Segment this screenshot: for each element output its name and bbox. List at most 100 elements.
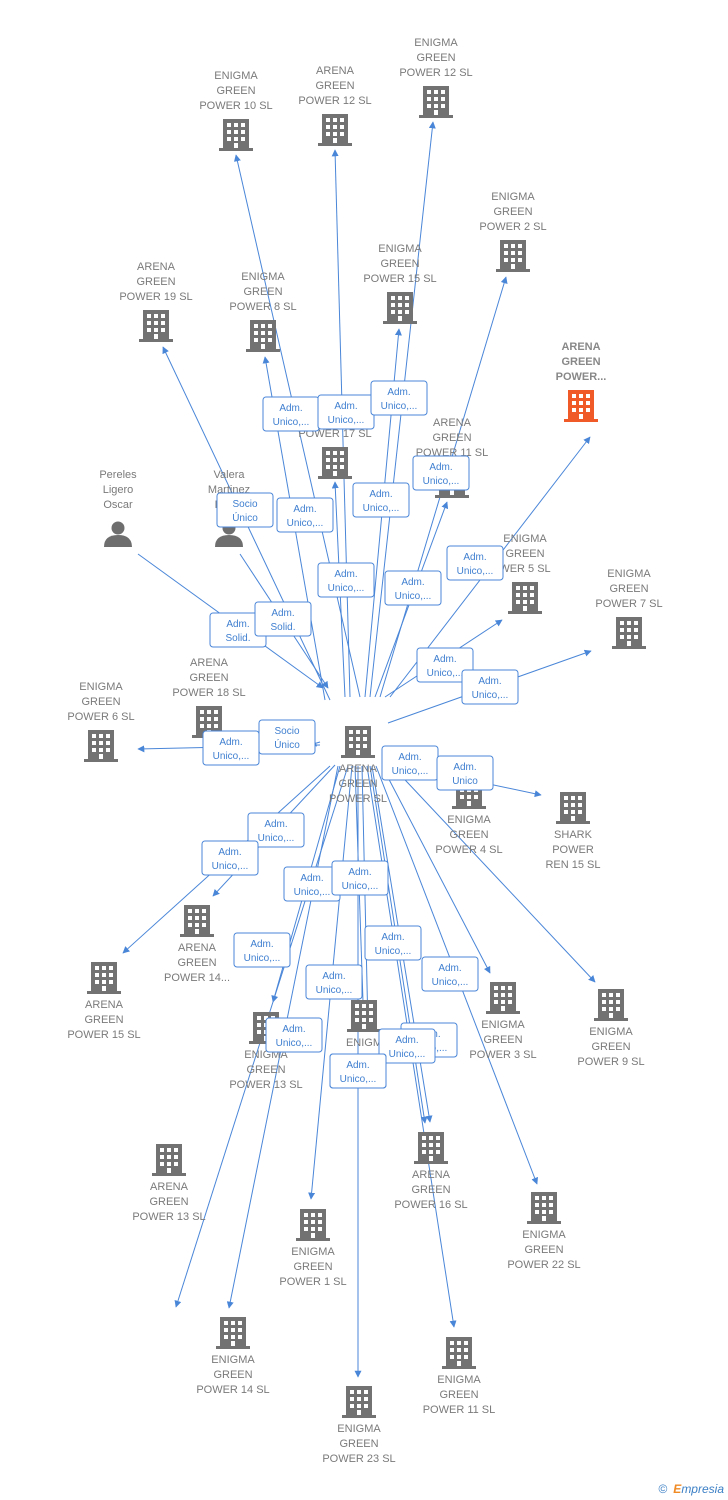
relation-label-text: Adm.	[398, 752, 421, 763]
relation-label[interactable]: Adm.Unico,...	[416, 647, 474, 683]
relation-label-text: Adm.	[226, 619, 249, 630]
relation-label[interactable]: Adm.Unico,...	[384, 570, 442, 606]
building-icon	[347, 1000, 381, 1032]
relation-label-box	[276, 497, 334, 533]
relation-label-text: Unico,...	[213, 751, 250, 762]
relation-label-box	[201, 840, 259, 876]
node-label: POWER 9 SL	[577, 1056, 644, 1068]
relation-label[interactable]: Adm.Unico	[436, 755, 494, 791]
node-label: GREEN	[136, 276, 175, 288]
node-label: POWER 11 SL	[423, 1404, 496, 1416]
relation-label[interactable]: Adm.Unico,...	[378, 1028, 436, 1064]
relation-label[interactable]: Adm.Unico,...	[305, 964, 363, 1000]
relation-label-text: Adm.	[219, 737, 242, 748]
empresia-credit[interactable]: ©Empresia	[658, 1482, 724, 1496]
node-label: POWER 16 SL	[394, 1199, 467, 1211]
company-node[interactable]: POWER 17 SL	[298, 428, 372, 479]
node-label: POWER 23 SL	[322, 1453, 395, 1465]
relation-label-text: Unico,...	[375, 946, 412, 957]
building-icon	[341, 726, 375, 758]
relation-label[interactable]: Adm.Unico,...	[370, 380, 428, 416]
relation-label[interactable]: Adm.Unico,...	[331, 860, 389, 896]
relation-label-text: Unico,...	[294, 887, 331, 898]
relation-label-text: Adm.	[293, 504, 316, 515]
relation-label[interactable]: Adm.Unico,...	[317, 394, 375, 430]
node-label: GREEN	[591, 1041, 630, 1053]
relation-label[interactable]: Adm.Unico,...	[201, 840, 259, 876]
relation-label[interactable]: Adm.Unico,...	[352, 482, 410, 518]
relation-label[interactable]: Adm.Unico,...	[262, 396, 320, 432]
node-label: ARENA	[433, 417, 472, 429]
relation-label[interactable]: Adm.Unico,...	[265, 1017, 323, 1053]
relation-label[interactable]: Adm.Unico,...	[421, 956, 479, 992]
relation-label[interactable]: Adm.Unico,...	[461, 669, 519, 705]
node-label: GREEN	[81, 696, 120, 708]
building-icon	[414, 1132, 448, 1164]
building-icon	[139, 310, 173, 342]
relation-label[interactable]: Adm.Unico,...	[364, 925, 422, 961]
relation-label[interactable]: Adm.Unico,...	[412, 455, 470, 491]
building-icon	[556, 792, 590, 824]
relation-label[interactable]: Adm. Unico,...	[202, 730, 260, 766]
node-label: POWER 2 SL	[479, 221, 546, 233]
relation-label-box	[370, 380, 428, 416]
relation-label-text: Adm.	[271, 608, 294, 619]
company-node[interactable]: ARENAGREENPOWER...	[556, 341, 607, 422]
node-label: ENIGMA	[481, 1019, 525, 1031]
node-label: POWER 13 SL	[229, 1079, 302, 1091]
relation-label-text: Unico,...	[457, 566, 494, 577]
relation-label[interactable]: Adm.Unico,...	[329, 1053, 387, 1089]
relation-label[interactable]: Adm.Unico,...	[381, 745, 439, 781]
node-label: GREEN	[339, 1438, 378, 1450]
relation-label-text: Adm.	[300, 873, 323, 884]
relation-label-text: Adm.	[282, 1024, 305, 1035]
relation-label[interactable]: Adm.Unico,...	[233, 932, 291, 968]
building-icon	[486, 982, 520, 1014]
relation-label-text: Unico,...	[287, 518, 324, 529]
relation-label[interactable]: Adm.Unico,...	[247, 812, 305, 848]
node-label: POWER 15 SL	[67, 1029, 140, 1041]
brand-initial: E	[673, 1482, 682, 1496]
relation-label[interactable]: Adm.Unico,...	[317, 562, 375, 598]
building-icon	[383, 292, 417, 324]
node-label: POWER 18 SL	[172, 687, 245, 699]
relation-label-box	[384, 570, 442, 606]
relation-label[interactable]: Adm. Unico,...	[276, 497, 334, 533]
node-label: POWER 19 SL	[119, 291, 192, 303]
relation-label[interactable]: Adm.Unico,...	[446, 545, 504, 581]
node-label: GREEN	[609, 583, 648, 595]
relation-label[interactable]: Adm.Solid.	[254, 601, 312, 637]
node-label: ENIGMA	[503, 533, 547, 545]
relation-label-box	[378, 1028, 436, 1064]
node-label: POWER 13 SL	[132, 1211, 205, 1223]
